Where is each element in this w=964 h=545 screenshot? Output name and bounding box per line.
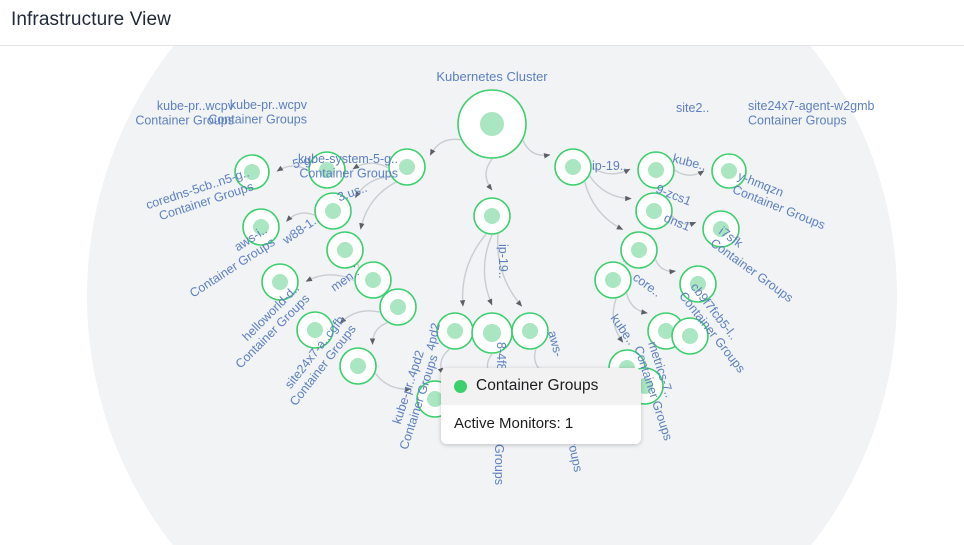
- graph-node[interactable]: [242, 208, 280, 246]
- graph-edge: [674, 169, 705, 177]
- graph-node[interactable]: [234, 154, 270, 190]
- graph-node[interactable]: [314, 192, 352, 230]
- graph-edge: [589, 175, 632, 202]
- graph-edge: [522, 140, 551, 159]
- graph-node-label: ip-19..: [496, 244, 510, 279]
- graph-node[interactable]: [511, 312, 549, 350]
- graph-edge: [285, 212, 315, 222]
- graph-edge: [374, 373, 412, 393]
- topology-graph-canvas[interactable]: Kubernetes Cluster kube-system-5-g..Conta…: [0, 46, 964, 545]
- graph-node[interactable]: [436, 312, 474, 350]
- graph-edge: [352, 162, 389, 170]
- graph-edge: [459, 233, 487, 307]
- graph-edge: [305, 274, 355, 283]
- tooltip-body: Active Monitors: 1: [441, 405, 641, 444]
- node-tooltip: Container Groups Active Monitors: 1: [441, 368, 641, 444]
- graph-edge: [584, 181, 624, 231]
- graph-edge: [483, 234, 493, 306]
- graph-node[interactable]: [679, 265, 717, 303]
- graph-node-label: 5-g..: [291, 151, 319, 171]
- graph-node[interactable]: [326, 231, 364, 269]
- graph-node[interactable]: [473, 197, 511, 235]
- page-header: Infrastructure View: [0, 0, 964, 46]
- graph-node[interactable]: [339, 347, 377, 385]
- graph-background-layer: [87, 46, 897, 545]
- graph-node[interactable]: [308, 151, 346, 189]
- graph-edge: [671, 215, 697, 227]
- status-dot-icon: [454, 379, 467, 393]
- graph-node-root[interactable]: [457, 89, 527, 159]
- graph-node[interactable]: [711, 153, 747, 189]
- graph-edge: [497, 233, 523, 307]
- graph-node[interactable]: [554, 148, 592, 186]
- graph-edge: [485, 158, 493, 191]
- page-title: Infrastructure View: [11, 9, 171, 30]
- graph-edge: [369, 322, 388, 345]
- topology-graph-svg[interactable]: Kubernetes Cluster kube-system-5-g..Conta…: [0, 46, 964, 545]
- graph-background-circle: [87, 46, 897, 545]
- graph-edge: [276, 165, 309, 172]
- graph-node-label: ip-19..: [592, 159, 627, 173]
- graph-node-label: site2..: [676, 101, 709, 115]
- graph-node[interactable]: [296, 311, 334, 349]
- graph-node[interactable]: [261, 263, 299, 301]
- graph-edge: [591, 167, 631, 175]
- graph-node[interactable]: [354, 261, 392, 299]
- graph-edge: [354, 176, 391, 199]
- graph-edge: [654, 259, 676, 275]
- graph-node[interactable]: [594, 261, 632, 299]
- graph-node[interactable]: [702, 210, 740, 248]
- tooltip-title: Container Groups: [476, 377, 599, 394]
- graph-edge: [612, 298, 624, 343]
- graph-edge: [339, 310, 380, 324]
- graph-node[interactable]: [620, 231, 658, 269]
- graph-node[interactable]: [635, 192, 673, 230]
- graph-node[interactable]: [388, 148, 426, 186]
- graph-node-label: kube-system-5-g..Container Groups: [298, 152, 398, 181]
- graph-node[interactable]: [379, 288, 417, 326]
- graph-node-label: aws-: [545, 329, 565, 358]
- tooltip-header: Container Groups: [441, 368, 641, 405]
- graph-edge: [626, 293, 648, 315]
- graph-node-label: roups: [565, 440, 585, 474]
- graph-node-label: Groups: [492, 444, 506, 485]
- graph-node[interactable]: [671, 317, 709, 355]
- graph-edge: [359, 181, 396, 230]
- graph-root-label: Kubernetes Cluster: [436, 69, 548, 84]
- graph-node[interactable]: [637, 151, 675, 189]
- graph-edge: [429, 138, 461, 156]
- graph-node-label: 4pd2: [423, 322, 442, 352]
